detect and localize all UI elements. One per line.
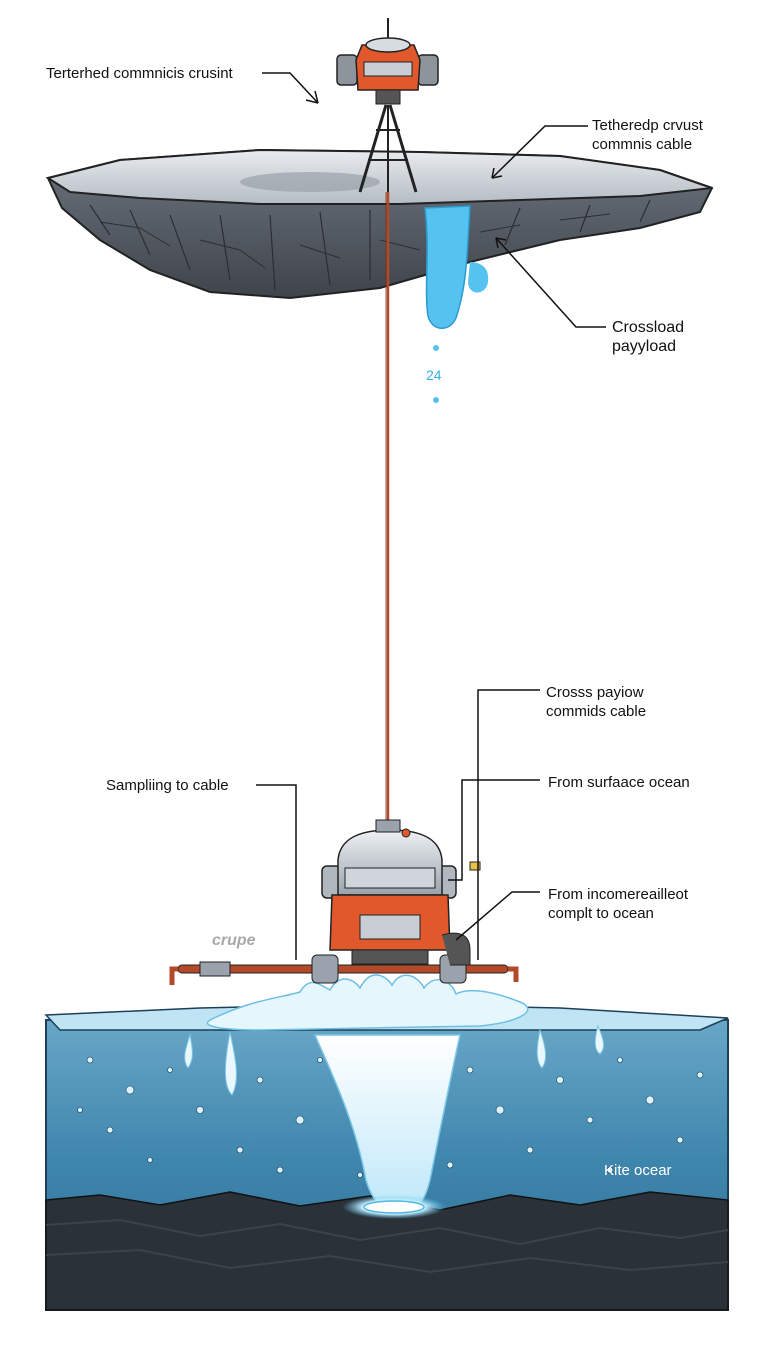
label-from-inc-line1: From incomereailleot bbox=[548, 886, 689, 903]
label-lower-right-1-line2: commids cable bbox=[546, 703, 647, 720]
label-top-right-line1: Tetheredp crvust bbox=[592, 117, 703, 134]
label-mid-right-line1: Crossload bbox=[612, 319, 685, 336]
meltwater-drip bbox=[424, 205, 489, 403]
label-ocean: Kite ocear bbox=[604, 1162, 672, 1179]
label-from-inc-line2: complt to ocean bbox=[548, 905, 654, 922]
surface-tower bbox=[358, 104, 418, 193]
label-lower-right-1: Crosss payiow commids cable bbox=[546, 683, 646, 721]
label-mid-right: Crossload payyload bbox=[612, 318, 684, 356]
label-mid-right-line2: payyload bbox=[612, 338, 677, 355]
water-jet bbox=[184, 1024, 605, 1219]
label-from-inc: From incomereailleot complt to ocean bbox=[548, 885, 688, 923]
label-top-right: Tetheredp crvust commnis cable bbox=[592, 116, 703, 154]
lander-robot bbox=[321, 819, 481, 966]
label-top-left: Terterhed commnicis crusint bbox=[46, 65, 233, 82]
label-sampling: Sampliing to cable bbox=[106, 777, 229, 794]
callout-lines bbox=[256, 72, 606, 960]
sampling-arms bbox=[169, 954, 519, 985]
label-from-surface: From surfaace ocean bbox=[548, 774, 690, 791]
surface-splash bbox=[206, 974, 529, 1031]
label-top-right-line2: commnis cable bbox=[592, 136, 693, 153]
ice-crust-slab bbox=[45, 148, 714, 300]
drip-number: 24 bbox=[426, 367, 442, 383]
label-lower-right-1-line1: Crosss payiow bbox=[546, 684, 644, 701]
ocean-bubbles bbox=[77, 1056, 704, 1178]
label-crype: crupe bbox=[212, 932, 256, 949]
surface-robot bbox=[336, 18, 439, 105]
